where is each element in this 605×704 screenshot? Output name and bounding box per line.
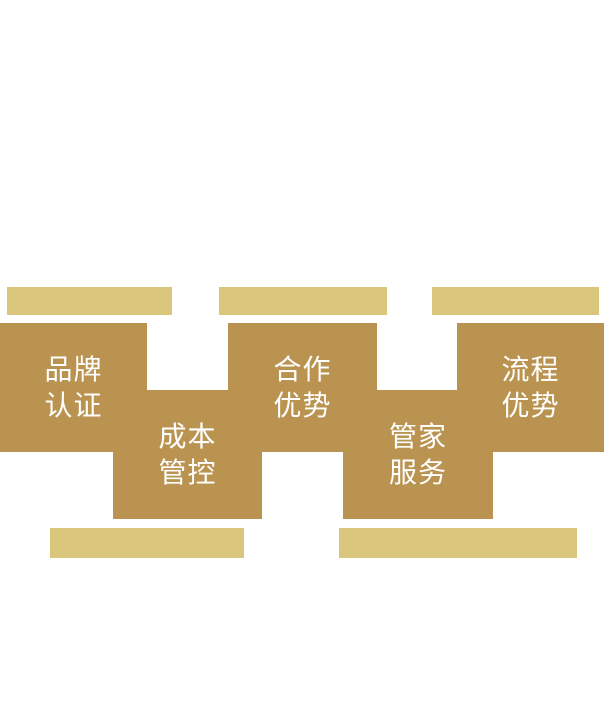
bottom-accent-bar-1 — [50, 528, 244, 558]
block-label-line: 优势 — [501, 389, 560, 421]
block-label-line: 认证 — [44, 389, 103, 421]
block-label-line: 流程 — [501, 353, 560, 385]
block-label-line: 服务 — [388, 456, 447, 488]
block-label-line: 成本 — [158, 420, 217, 452]
block-label-line: 管控 — [158, 456, 217, 488]
top-accent-bar-2 — [219, 287, 387, 315]
block-cost-control: 成本 管控 — [113, 390, 262, 519]
block-butler-service: 管家 服务 — [343, 390, 493, 519]
block-label-line: 合作 — [273, 353, 332, 385]
top-accent-bar-1 — [7, 287, 172, 315]
block-brand-certification: 品牌 认证 — [0, 323, 147, 452]
block-label-line: 管家 — [388, 420, 447, 452]
bottom-accent-bar-2 — [339, 528, 577, 558]
block-label-line: 优势 — [273, 389, 332, 421]
top-accent-bar-3 — [432, 287, 599, 315]
block-label-line: 品牌 — [44, 353, 103, 385]
